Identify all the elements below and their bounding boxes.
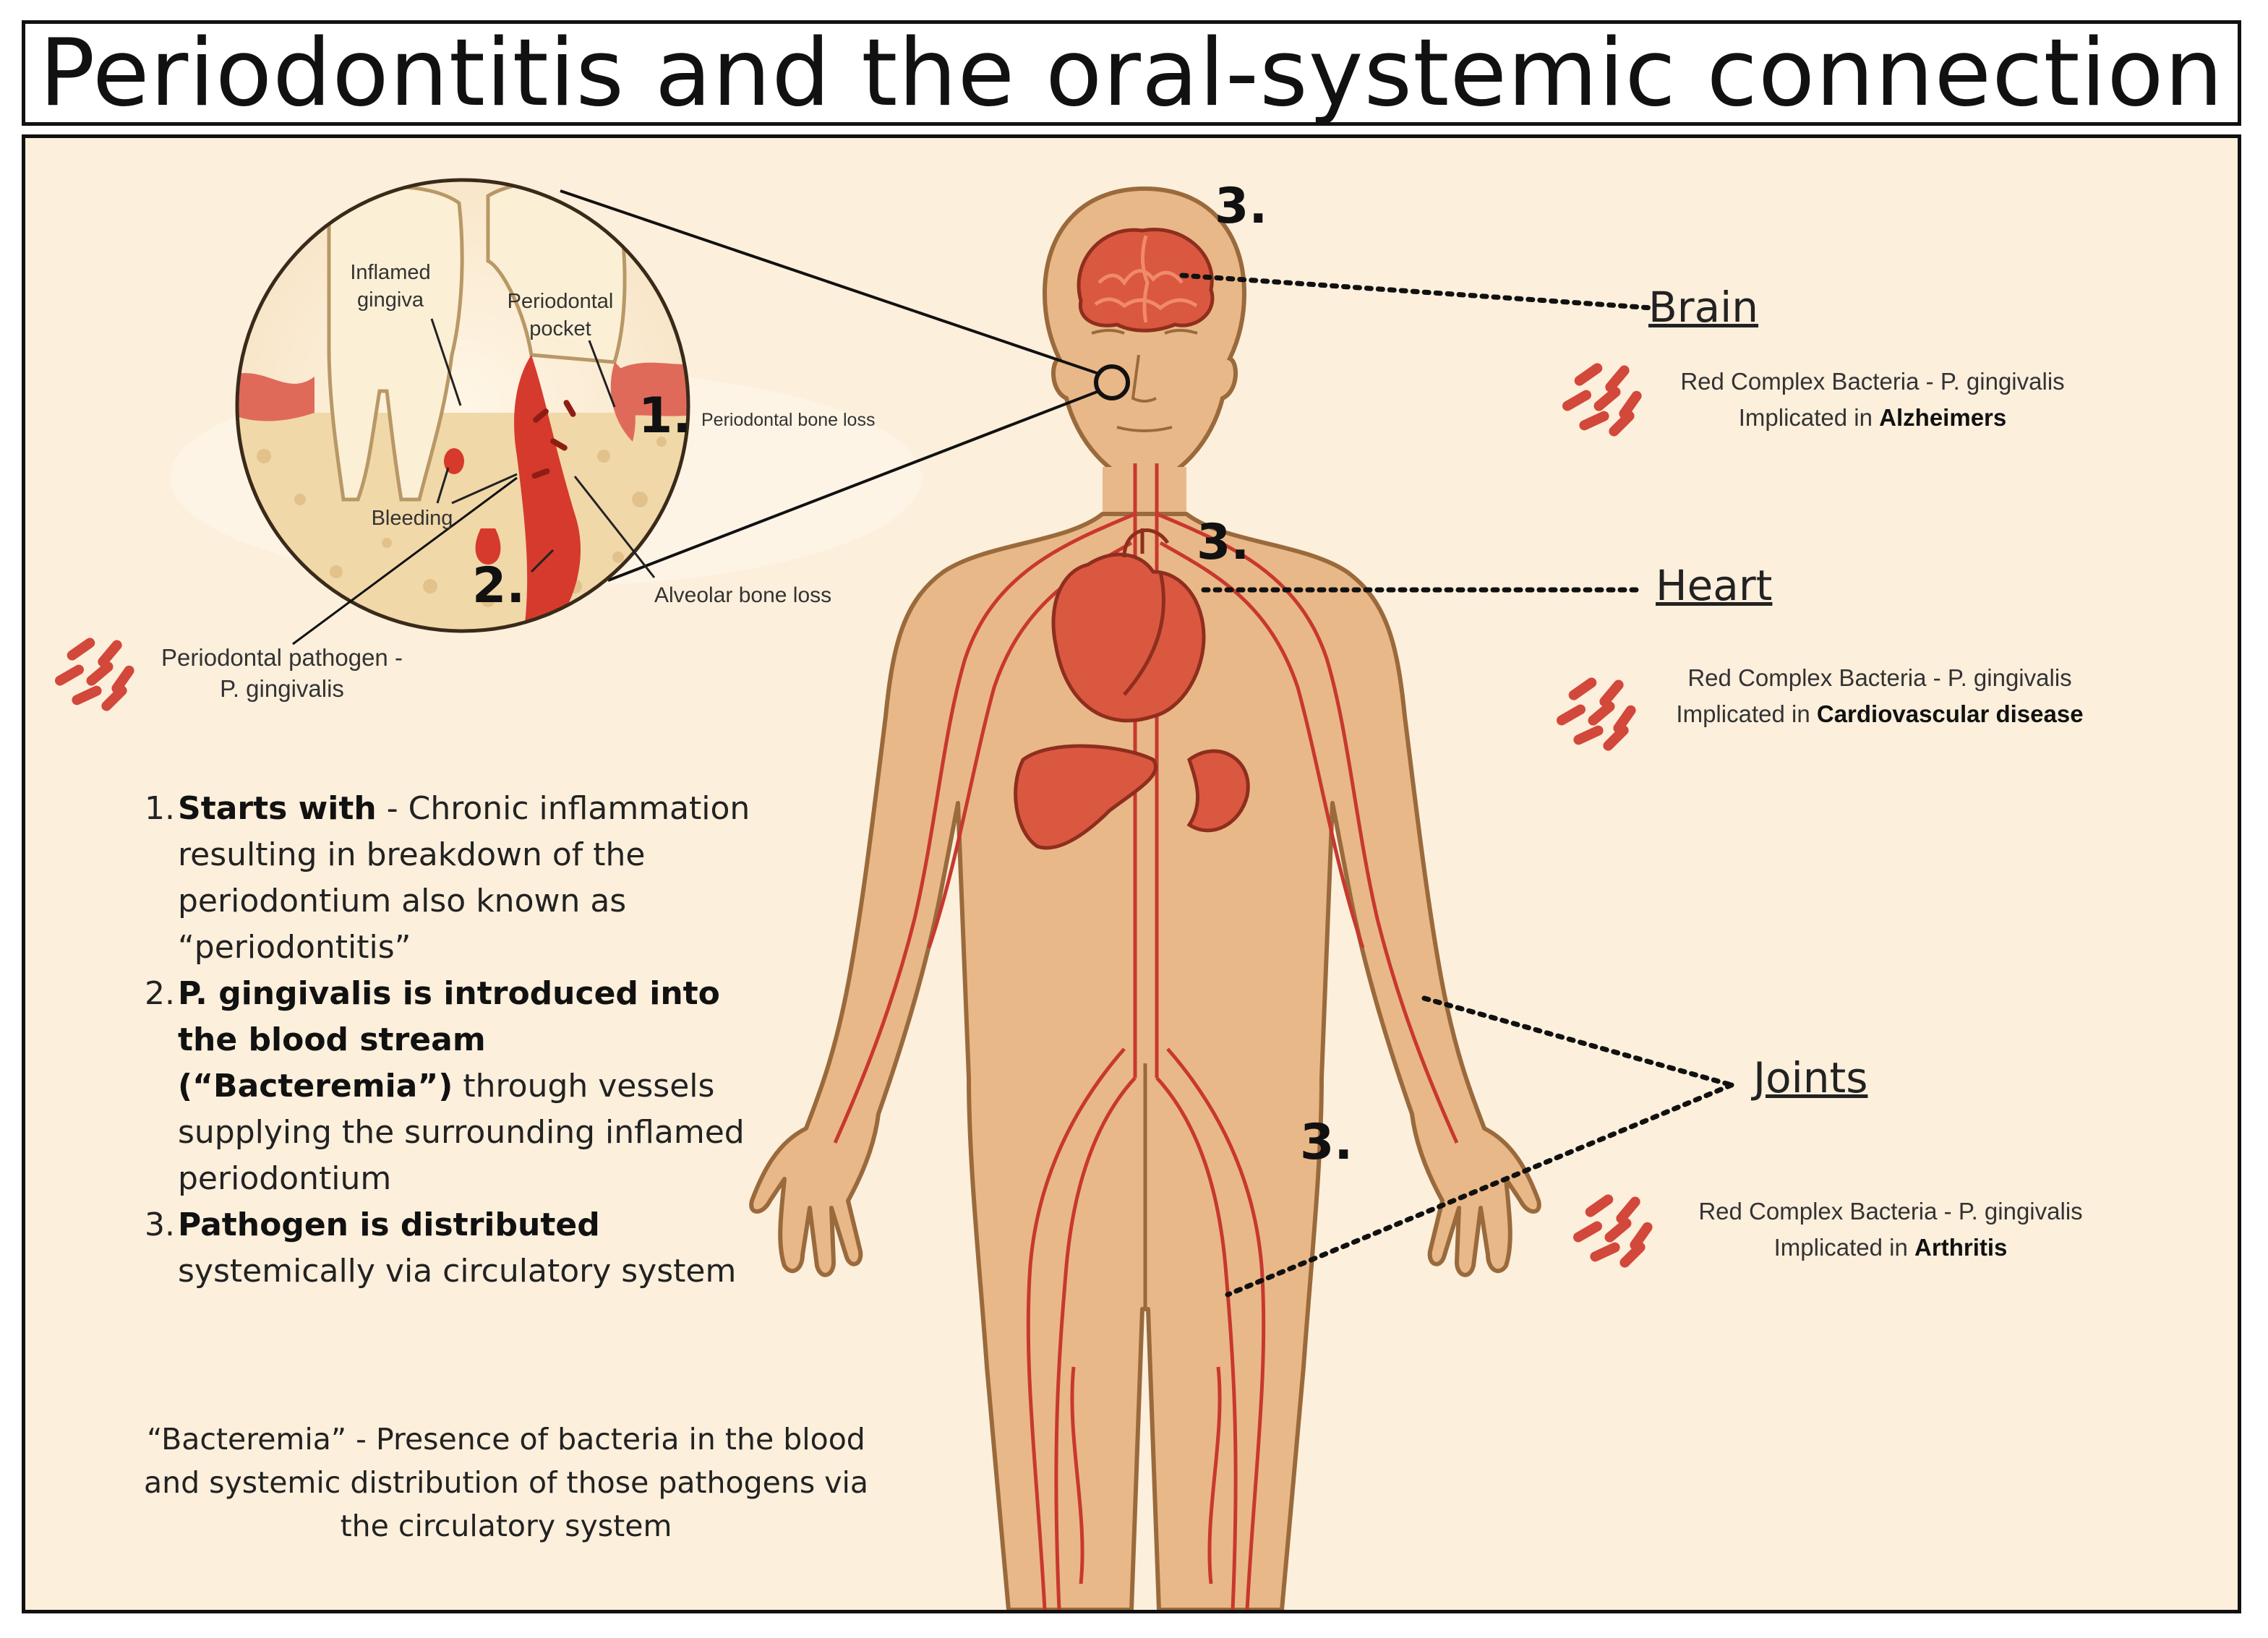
lens-connector-bottom	[607, 390, 1100, 582]
body-marker-leg: 3.	[1300, 1114, 1353, 1171]
heart-bacteria-text: Red Complex Bacteria - P. gingivalis Imp…	[1645, 660, 2115, 732]
pathogen-legend: Periodontal pathogen - P. gingivalis	[141, 643, 423, 705]
brain-bacteria-line1: Red Complex Bacteria - P. gingivalis	[1680, 368, 2065, 395]
liver-organ	[1014, 744, 1157, 850]
heart-disease: Cardiovascular disease	[1816, 700, 2084, 727]
dotted-connectors	[1179, 273, 1734, 1298]
body-marker-heart: 3.	[1197, 514, 1250, 571]
organ-title-heart: Heart	[1656, 561, 1773, 610]
heart-implicated-prefix: Implicated in	[1676, 700, 1817, 727]
label-inflamed-gingiva: Inflamed gingiva	[350, 261, 431, 312]
tooth-magnifier	[235, 178, 690, 633]
label-alveolar-bone-loss: Alveolar bone loss	[654, 583, 832, 607]
diagram-panel: Inflamed gingiva Periodontal pocket Blee…	[22, 134, 2241, 1613]
legend-pointer-line	[292, 476, 518, 646]
joints-bacteria-line1: Red Complex Bacteria - P. gingivalis	[1698, 1198, 2083, 1225]
organ-title-brain: Brain	[1648, 283, 1759, 332]
step-number-3: 3.	[145, 1206, 175, 1243]
brain-organ	[1077, 228, 1215, 333]
step-number-2: 2.	[145, 975, 175, 1012]
heart-bacteria-line1: Red Complex Bacteria - P. gingivalis	[1687, 664, 2072, 691]
brain-implicated-line: Implicated in Alzheimers	[1638, 400, 2107, 436]
bacteremia-definition: “Bacteremia” - Presence of bacteria in t…	[143, 1422, 869, 1543]
kidney-organ	[1186, 749, 1250, 833]
step-item-1: 1.Starts with - Chronic inflammation res…	[145, 786, 752, 971]
mouth-marker-circle	[1094, 364, 1130, 400]
bacteria-icon-legend	[53, 636, 136, 713]
pathogen-legend-line1: Periodontal pathogen -	[161, 644, 403, 671]
neck	[1103, 467, 1186, 525]
step-marker-1: 1.	[638, 387, 692, 445]
left-eyebrow	[1091, 329, 1125, 335]
step-1-bold: Starts with	[178, 790, 377, 827]
organ-title-joints: Joints	[1753, 1053, 1868, 1102]
page-title: Periodontitis and the oral-systemic conn…	[39, 19, 2224, 127]
joints-bacteria-text: Red Complex Bacteria - P. gingivalis Imp…	[1656, 1193, 2126, 1265]
brain-implicated-prefix: Implicated in	[1738, 403, 1880, 431]
steps-list: 1.Starts with - Chronic inflammation res…	[145, 786, 752, 1295]
body	[749, 512, 1541, 1610]
step-item-2: 2.P. gingivalis is introduced into the b…	[145, 971, 752, 1202]
pathogen-legend-line2: P. gingivalis	[220, 674, 344, 702]
step-3-text: systemically via circulatory system	[178, 1253, 737, 1290]
heart-organ	[1051, 528, 1206, 723]
step-number-1: 1.	[145, 790, 175, 827]
right-eyebrow	[1164, 329, 1198, 335]
nose	[1131, 354, 1157, 403]
body-marker-brain: 3.	[1215, 178, 1268, 235]
step-3-bold: Pathogen is distributed	[178, 1206, 600, 1243]
step-marker-2: 2.	[472, 557, 526, 614]
heart-implicated-line: Implicated in Cardiovascular disease	[1645, 696, 2115, 732]
bacteria-icon-heart	[1554, 676, 1638, 753]
step-item-3: 3.Pathogen is distributed systemically v…	[145, 1202, 752, 1295]
bacteria-icon-brain	[1560, 361, 1643, 439]
diagram-artwork	[25, 178, 1734, 1610]
step-1-text: - Chronic inflammation resulting in brea…	[178, 790, 750, 966]
title-box: Periodontitis and the oral-systemic conn…	[22, 19, 2241, 127]
step-2-bold: P. gingivalis is introduced into the blo…	[178, 975, 720, 1105]
mouth	[1116, 426, 1173, 432]
label-periodontal-pocket: Periodontal pocket	[507, 290, 614, 340]
joints-disease: Arthritis	[1914, 1233, 2008, 1261]
human-figure	[749, 186, 1541, 1610]
step-2-text: through vessels supplying the surroundin…	[178, 1068, 745, 1197]
label-bleeding: Bleeding	[371, 507, 453, 530]
bacteria-icon-joints	[1571, 1193, 1654, 1270]
label-periodontal-bone-loss: Periodontal bone loss	[701, 410, 876, 430]
joints-implicated-prefix: Implicated in	[1773, 1233, 1915, 1261]
brain-disease: Alzheimers	[1879, 403, 2007, 431]
lens-connector-top	[560, 189, 1100, 375]
brain-bacteria-text: Red Complex Bacteria - P. gingivalis Imp…	[1638, 364, 2107, 435]
joints-implicated-line: Implicated in Arthritis	[1656, 1230, 2126, 1266]
